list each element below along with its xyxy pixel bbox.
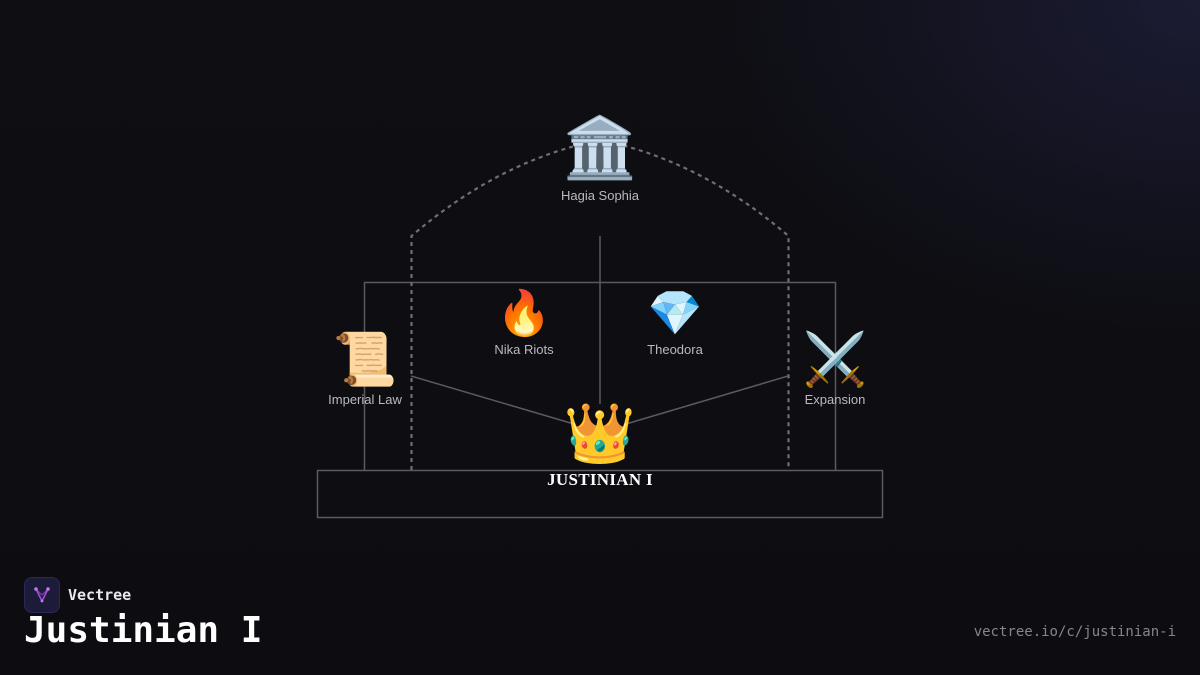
base-platform (316, 469, 884, 519)
node-center[interactable]: 👑 (564, 404, 636, 462)
node-hagia-sophia[interactable]: 🏛️ Hagia Sophia (561, 118, 639, 203)
page-url[interactable]: vectree.io/c/justinian-i (973, 624, 1176, 640)
page-title: Justinian I (24, 610, 263, 651)
crown-icon: 👑 (563, 399, 637, 467)
gem-icon: 💎 (647, 288, 703, 339)
connector-imperial-law (410, 375, 575, 425)
node-label: Theodora (647, 342, 703, 357)
vectree-logo-icon (24, 577, 60, 613)
node-imperial-law[interactable]: 📜 Imperial Law (328, 334, 402, 407)
node-expansion[interactable]: ⚔️ Expansion (803, 334, 868, 407)
center-label: JUSTINIAN I (547, 470, 653, 489)
node-theodora[interactable]: 💎 Theodora (647, 288, 703, 358)
node-label: Hagia Sophia (560, 188, 640, 203)
crossed-swords-icon: ⚔️ (802, 330, 868, 390)
fire-icon: 🔥 (496, 288, 552, 339)
connector-expansion (625, 375, 789, 425)
classical-building-icon: 🏛️ (562, 113, 638, 183)
brand[interactable]: Vectree (24, 577, 131, 613)
node-label: Expansion (804, 392, 866, 407)
node-label: Nika Riots (494, 342, 554, 357)
brand-name: Vectree (68, 586, 132, 604)
dashed-dome (410, 138, 790, 470)
node-nika-riots[interactable]: 🔥 Nika Riots (494, 288, 554, 358)
scroll-icon: 📜 (332, 330, 398, 390)
node-label: Imperial Law (328, 392, 402, 407)
